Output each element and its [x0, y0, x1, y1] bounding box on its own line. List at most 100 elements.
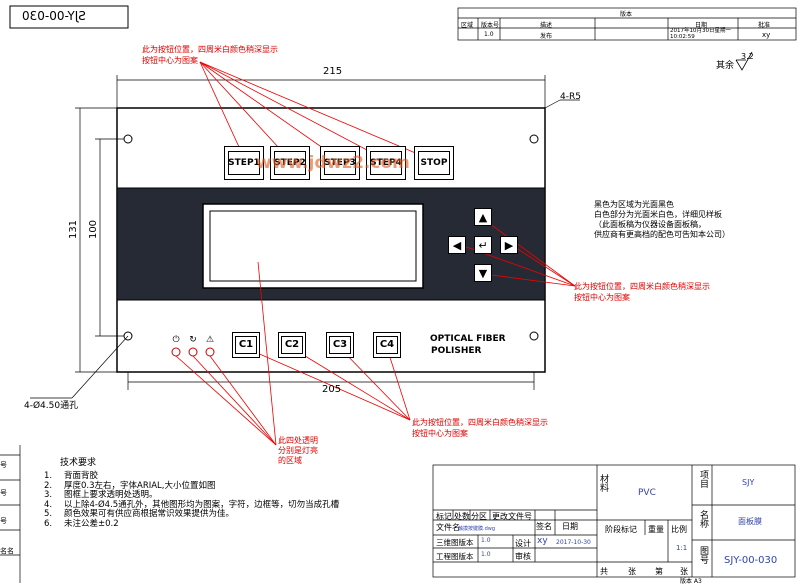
version-footer: 版本 A3: [680, 578, 702, 585]
step1-label: STEP1: [227, 150, 261, 176]
panel-drawing: ⏻ ↻ ⚠: [116, 107, 546, 373]
c2-button[interactable]: C2: [278, 332, 306, 358]
down-arrow-button[interactable]: ▼: [474, 264, 492, 282]
annotation-transparent: 此四处透明 分别是灯亮 的区域: [278, 436, 318, 465]
annotation-corner-note: 4-R5: [560, 92, 581, 102]
revision-header-zone: 区域: [461, 22, 474, 29]
step3-button[interactable]: STEP3: [320, 146, 360, 180]
c3-label: C3: [328, 335, 352, 355]
material-label: 材料: [598, 474, 608, 492]
svg-text:↻: ↻: [189, 335, 197, 345]
left-strip-label: 号: [0, 461, 7, 469]
revision-title: 版本: [620, 11, 633, 18]
file-value: 触摸按键膜.dwg: [458, 526, 496, 532]
brand-line2: POLISHER: [431, 346, 482, 356]
annotation-color-note: 黑色为区域为光面黑色 白色部分为光面米白色，详细见样板 （此面板稿为仪器设备面板…: [594, 200, 730, 239]
right-arrow-button[interactable]: ▶: [500, 236, 518, 254]
left-strip-label: 号: [0, 489, 7, 497]
annotation-c-buttons: 此为按钮位置，四周米白颜色稍深显示 按钮中心为图案: [412, 418, 548, 438]
name-value: 面板膜: [738, 517, 762, 526]
design-label: 设计: [515, 539, 531, 548]
stop-label: STOP: [417, 150, 451, 176]
name-label: 名称: [698, 510, 708, 528]
left-strip-label: 号: [0, 517, 7, 525]
dimension-width-overall: 215: [323, 66, 343, 77]
left-arrow-button[interactable]: ◀: [448, 236, 466, 254]
c3-button[interactable]: C3: [326, 332, 354, 358]
sheets-suffix: 第: [655, 567, 663, 576]
revision-header-approve: 批准: [758, 22, 771, 29]
step4-label: STEP4: [369, 150, 403, 176]
eng-label: 工程图版本: [436, 552, 474, 561]
tech-item: 6.未注公差±0.2: [44, 518, 119, 529]
ratio-label: 比例: [671, 525, 687, 534]
up-arrow-button[interactable]: ▲: [474, 208, 492, 226]
review-label: 审核: [515, 552, 531, 561]
designer-value: xy: [537, 536, 548, 546]
file-label: 文件名: [436, 523, 460, 532]
mirrored-drawing-number: SJY-00-030: [22, 9, 86, 23]
revision-date-value: 2017年10月30日星期一 10:02:59: [670, 28, 731, 40]
step2-label: STEP2: [273, 150, 307, 176]
title-block: [432, 464, 796, 578]
svg-text:⚠: ⚠: [206, 335, 214, 345]
revision-header-date: 日期: [695, 22, 708, 29]
tech-requirements-list: 1.背面背胶 2.厚度0.3左右，字体ARIAL,大小位置如图 3.图框上要求透…: [44, 471, 340, 529]
dimension-height-overall: 131: [68, 219, 80, 240]
sheets-mid: 张: [628, 567, 636, 576]
project-label: 项目: [698, 470, 708, 488]
date-cell: 日期: [562, 522, 578, 531]
change-doc-cell: 更改文件号: [492, 512, 532, 521]
c1-label: C1: [234, 335, 258, 355]
brand-line1: OPTICAL FIBER: [430, 334, 506, 344]
step1-button[interactable]: STEP1: [224, 146, 264, 180]
sign-cell: 签名: [536, 522, 552, 531]
scale-value: 1:1: [676, 544, 688, 552]
material-value: PVC: [638, 488, 656, 498]
mark-cell: 标记: [436, 512, 452, 521]
watermark: www.jdwz2.com: [256, 153, 410, 173]
drawing-no-label: 图号: [698, 546, 708, 564]
enter-button[interactable]: ↵: [474, 236, 492, 254]
annotation-hole-note: 4-Ø4.50通孔: [24, 401, 79, 411]
tech-requirements-title: 技术要求: [60, 458, 97, 468]
tech-item: 2.厚度0.3左右，字体ARIAL,大小位置如图: [44, 480, 216, 491]
step2-button[interactable]: STEP2: [270, 146, 310, 180]
roughness-note: 其余: [716, 61, 735, 71]
sheets-end: 张: [680, 567, 688, 576]
tech-item: 1.背面背胶: [44, 471, 99, 481]
tech-item: 3.图框上要求透明处透明。: [44, 490, 158, 500]
revision-desc-value: 发布: [540, 33, 553, 40]
stop-button[interactable]: STOP: [414, 146, 454, 180]
c4-button[interactable]: C4: [373, 332, 401, 358]
zone-cell: 分区: [471, 512, 487, 521]
step4-button[interactable]: STEP4: [366, 146, 406, 180]
dimension-width-holes: 205: [322, 384, 342, 395]
annotation-top-buttons: 此为按钮位置，四周米白颜色稍深显示 按钮中心为图案: [142, 45, 278, 65]
count-cell: 处数: [454, 512, 470, 521]
revision-header-version: 版本号: [481, 22, 500, 29]
left-strip: [0, 445, 21, 583]
roughness-value: 3.2: [741, 52, 754, 61]
sheets-prefix: 共: [600, 567, 608, 576]
dimension-height-holes: 100: [88, 219, 100, 240]
project-value: SJY: [742, 478, 755, 487]
c1-button[interactable]: C1: [232, 332, 260, 358]
left-strip-label: 名名: [0, 547, 14, 555]
annotation-arrow-buttons: 此为按钮位置，四周米白颜色稍深显示 按钮中心为图案: [574, 282, 710, 302]
roughness-symbol: [735, 51, 753, 71]
svg-text:⏻: ⏻: [172, 334, 179, 345]
tech-item: 4.以上除4-Ø4.5通孔外，其他图形均为图案，字符，边框等，切勿当成孔槽: [44, 499, 340, 510]
revision-version-value: 1.0: [484, 31, 494, 38]
c4-label: C4: [375, 335, 399, 355]
drawing-no-value: SJY-00-030: [724, 555, 778, 566]
c2-label: C2: [280, 335, 304, 355]
step3-label: STEP3: [323, 150, 357, 176]
design-date: 2017-10-30: [556, 539, 591, 546]
dimension-lines: [30, 75, 580, 399]
eng-value: 1.0: [481, 551, 491, 558]
r3d-label: 三维图版本: [436, 538, 474, 547]
revision-header-desc: 描述: [540, 22, 553, 29]
tech-item: 5.颜色效果可有供应商根据常识效果提供为佳。: [44, 509, 235, 519]
